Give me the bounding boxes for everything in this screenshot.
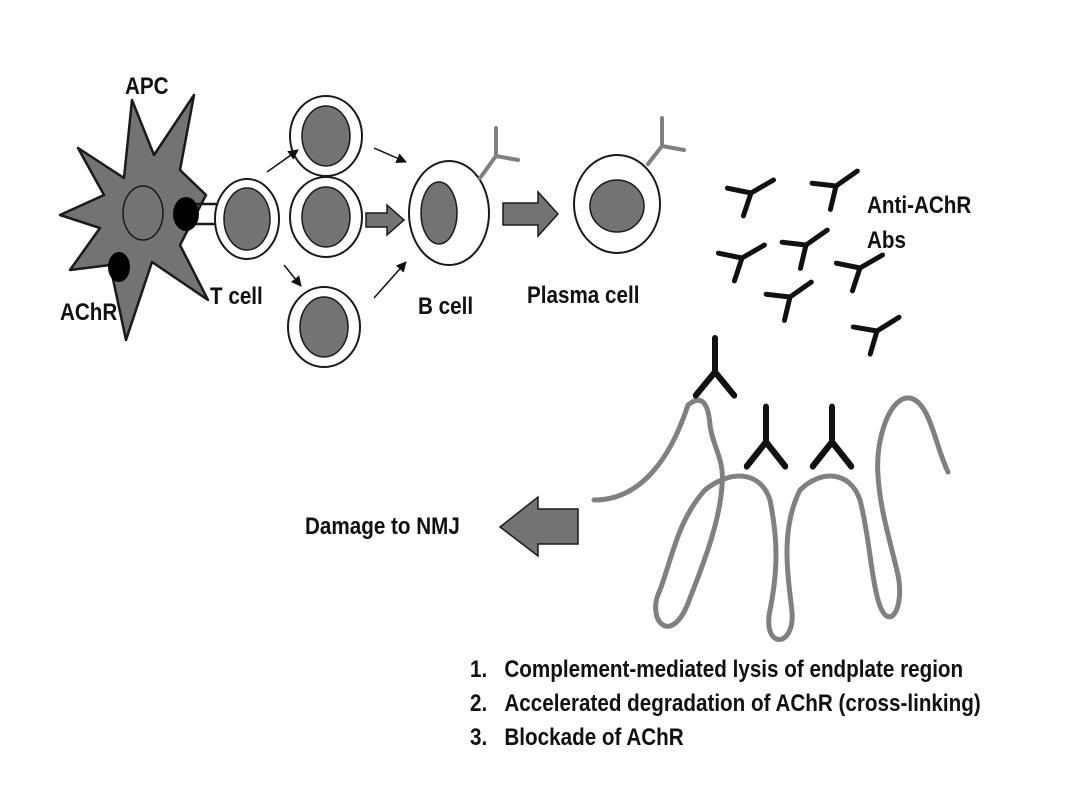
antibody xyxy=(766,269,820,320)
antibodies-label-line1: Anti-AChR xyxy=(867,192,972,219)
mechanism-item: 1. Complement-mediated lysis of endplate … xyxy=(470,653,981,687)
achr-label: AChR xyxy=(60,299,118,326)
proliferation-arrows xyxy=(266,147,407,299)
apc-label: APC xyxy=(125,73,169,100)
b-cell-receptor xyxy=(478,126,520,180)
bound-antibodies xyxy=(696,338,851,466)
antibody xyxy=(727,166,781,216)
mechanism-item: 3. Blockade of AChR xyxy=(470,721,981,755)
mechanism-number: 2. xyxy=(470,690,488,717)
apc-nucleus xyxy=(122,185,164,241)
block-arrow-b-to-plasma xyxy=(502,190,560,238)
mechanism-list: 1. Complement-mediated lysis of endplate … xyxy=(470,653,1064,755)
plasma-cell-receptor xyxy=(646,116,686,166)
t-cell-clone-top xyxy=(289,95,363,177)
mhc-complex xyxy=(173,197,199,231)
bound-antibody xyxy=(813,407,851,466)
antibodies-label-line2: Abs xyxy=(867,227,906,254)
t-cell-clone-bottom xyxy=(287,286,361,368)
t-cell-clone-middle xyxy=(289,176,363,258)
bound-antibody xyxy=(747,407,785,466)
mechanism-number: 1. xyxy=(470,656,488,683)
t-cell-label: T cell xyxy=(210,283,263,310)
mechanism-text: Blockade of AChR xyxy=(504,724,684,751)
antibody xyxy=(812,158,866,209)
b-cell xyxy=(408,126,520,266)
antibody xyxy=(718,231,772,281)
bound-antibody xyxy=(696,338,734,395)
block-arrow-t-to-b xyxy=(365,203,406,237)
achr-antigen xyxy=(108,252,130,282)
free-antibodies xyxy=(718,158,907,354)
mechanism-text: Complement-mediated lysis of endplate re… xyxy=(504,656,964,683)
antibody xyxy=(782,217,836,268)
postsynaptic-membrane xyxy=(591,395,951,642)
mechanism-text: Accelerated degradation of AChR (cross-l… xyxy=(504,690,981,717)
b-cell-label: B cell xyxy=(418,293,474,320)
damage-label: Damage to NMJ xyxy=(305,513,460,540)
plasma-cell xyxy=(573,116,686,254)
antibody xyxy=(853,304,907,354)
plasma-cell-label: Plasma cell xyxy=(527,282,640,309)
apc-cell xyxy=(58,93,210,342)
t-cell xyxy=(214,178,280,260)
damage-arrow xyxy=(498,495,579,558)
mechanism-item: 2. Accelerated degradation of AChR (cross… xyxy=(470,687,981,721)
mechanism-number: 3. xyxy=(470,724,488,751)
